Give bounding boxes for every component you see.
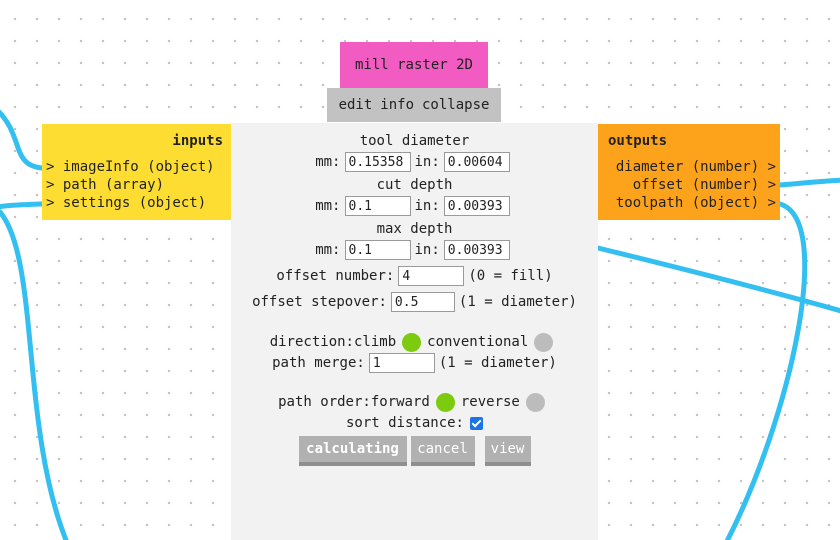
offset-number-hint: (0 = fill) — [468, 268, 553, 284]
direction-conventional-label: conventional — [427, 334, 529, 350]
path-order-reverse-radio[interactable] — [525, 392, 545, 412]
tool-diameter-row: mm: in: — [231, 151, 598, 173]
direction-climb-radio[interactable] — [402, 332, 422, 352]
tool-diameter-mm-input[interactable] — [344, 152, 411, 172]
offset-number-input[interactable] — [398, 266, 465, 286]
input-port-imageinfo[interactable]: > imageInfo (object) — [46, 159, 215, 175]
tool-diameter-label: tool diameter — [359, 133, 470, 149]
outputs-panel: outputs diameter (number) > offset (numb… — [598, 124, 780, 220]
wire-toolpath-out — [724, 201, 808, 540]
wire-left-lower — [0, 209, 69, 540]
output-port-offset[interactable]: offset (number) > — [632, 177, 776, 193]
direction-row: direction: climb conventional — [231, 331, 598, 353]
wire-offset-out — [777, 177, 840, 188]
calculate-button[interactable]: calculating — [298, 436, 407, 466]
inputs-title: inputs — [172, 133, 223, 149]
max-depth-label: max depth — [376, 221, 453, 237]
wire-cross — [595, 245, 840, 314]
cut-depth-label: cut depth — [376, 177, 453, 193]
edit-link[interactable]: edit — [338, 97, 373, 113]
output-port-diameter[interactable]: diameter (number) > — [615, 159, 776, 175]
cut-depth-in-input[interactable] — [443, 196, 510, 216]
path-merge-row: path merge: (1 = diameter) — [231, 352, 598, 374]
offset-number-label: offset number: — [276, 268, 395, 284]
tool-diameter-in-label: in: — [414, 154, 440, 170]
sort-distance-checkbox[interactable] — [470, 416, 483, 430]
module-title[interactable]: mill raster 2D — [340, 42, 488, 88]
sort-distance-label: sort distance: — [345, 415, 464, 431]
offset-stepover-hint: (1 = diameter) — [458, 294, 577, 310]
module-body: tool diameter mm: in: cut depth mm: in: … — [231, 123, 598, 540]
wire-settings — [0, 201, 45, 210]
tool-diameter-in-input[interactable] — [443, 152, 510, 172]
path-order-label: path order: — [278, 394, 371, 410]
offset-number-row: offset number: (0 = fill) — [231, 265, 598, 287]
direction-conventional-radio[interactable] — [534, 332, 554, 352]
path-order-row: path order: forward reverse — [231, 391, 598, 413]
cut-depth-row: mm: in: — [231, 195, 598, 217]
direction-label: direction: — [269, 334, 354, 350]
input-port-path[interactable]: > path (array) — [46, 177, 165, 193]
input-port-settings[interactable]: > settings (object) — [46, 195, 207, 211]
output-port-toolpath[interactable]: toolpath (object) > — [615, 195, 776, 211]
view-button[interactable]: view — [484, 436, 531, 466]
module-edit-bar: edit info collapse — [327, 88, 501, 122]
max-depth-row: mm: in: — [231, 239, 598, 261]
direction-climb-label: climb — [353, 334, 397, 350]
collapse-link[interactable]: collapse — [422, 97, 490, 113]
cut-depth-in-label: in: — [414, 198, 440, 214]
path-merge-hint: (1 = diameter) — [438, 355, 557, 371]
offset-stepover-label: offset stepover: — [252, 294, 387, 310]
action-buttons-row: calculating cancel view — [231, 433, 598, 469]
max-depth-mm-label: mm: — [315, 242, 341, 258]
max-depth-in-input[interactable] — [443, 240, 510, 260]
path-order-forward-label: forward — [370, 394, 430, 410]
cut-depth-heading-row: cut depth — [231, 174, 598, 196]
info-link[interactable]: info — [380, 97, 414, 113]
path-order-reverse-label: reverse — [460, 394, 520, 410]
cancel-button[interactable]: cancel — [410, 436, 475, 466]
inputs-panel: inputs > imageInfo (object) > path (arra… — [42, 124, 231, 220]
outputs-title: outputs — [608, 133, 668, 149]
module-title-text: mill raster 2D — [354, 57, 473, 73]
max-depth-in-label: in: — [414, 242, 440, 258]
cut-depth-mm-label: mm: — [315, 198, 341, 214]
sort-distance-row: sort distance: — [231, 412, 598, 434]
wire-imageinfo — [0, 109, 45, 171]
max-depth-heading-row: max depth — [231, 218, 598, 240]
tool-diameter-heading-row: tool diameter — [231, 130, 598, 152]
path-merge-label: path merge: — [272, 355, 365, 371]
offset-stepover-input[interactable] — [390, 292, 455, 312]
cut-depth-mm-input[interactable] — [344, 196, 411, 216]
max-depth-mm-input[interactable] — [344, 240, 411, 260]
offset-stepover-row: offset stepover: (1 = diameter) — [231, 291, 598, 313]
tool-diameter-mm-label: mm: — [315, 154, 341, 170]
path-order-forward-radio[interactable] — [435, 392, 455, 412]
path-merge-input[interactable] — [368, 353, 435, 373]
